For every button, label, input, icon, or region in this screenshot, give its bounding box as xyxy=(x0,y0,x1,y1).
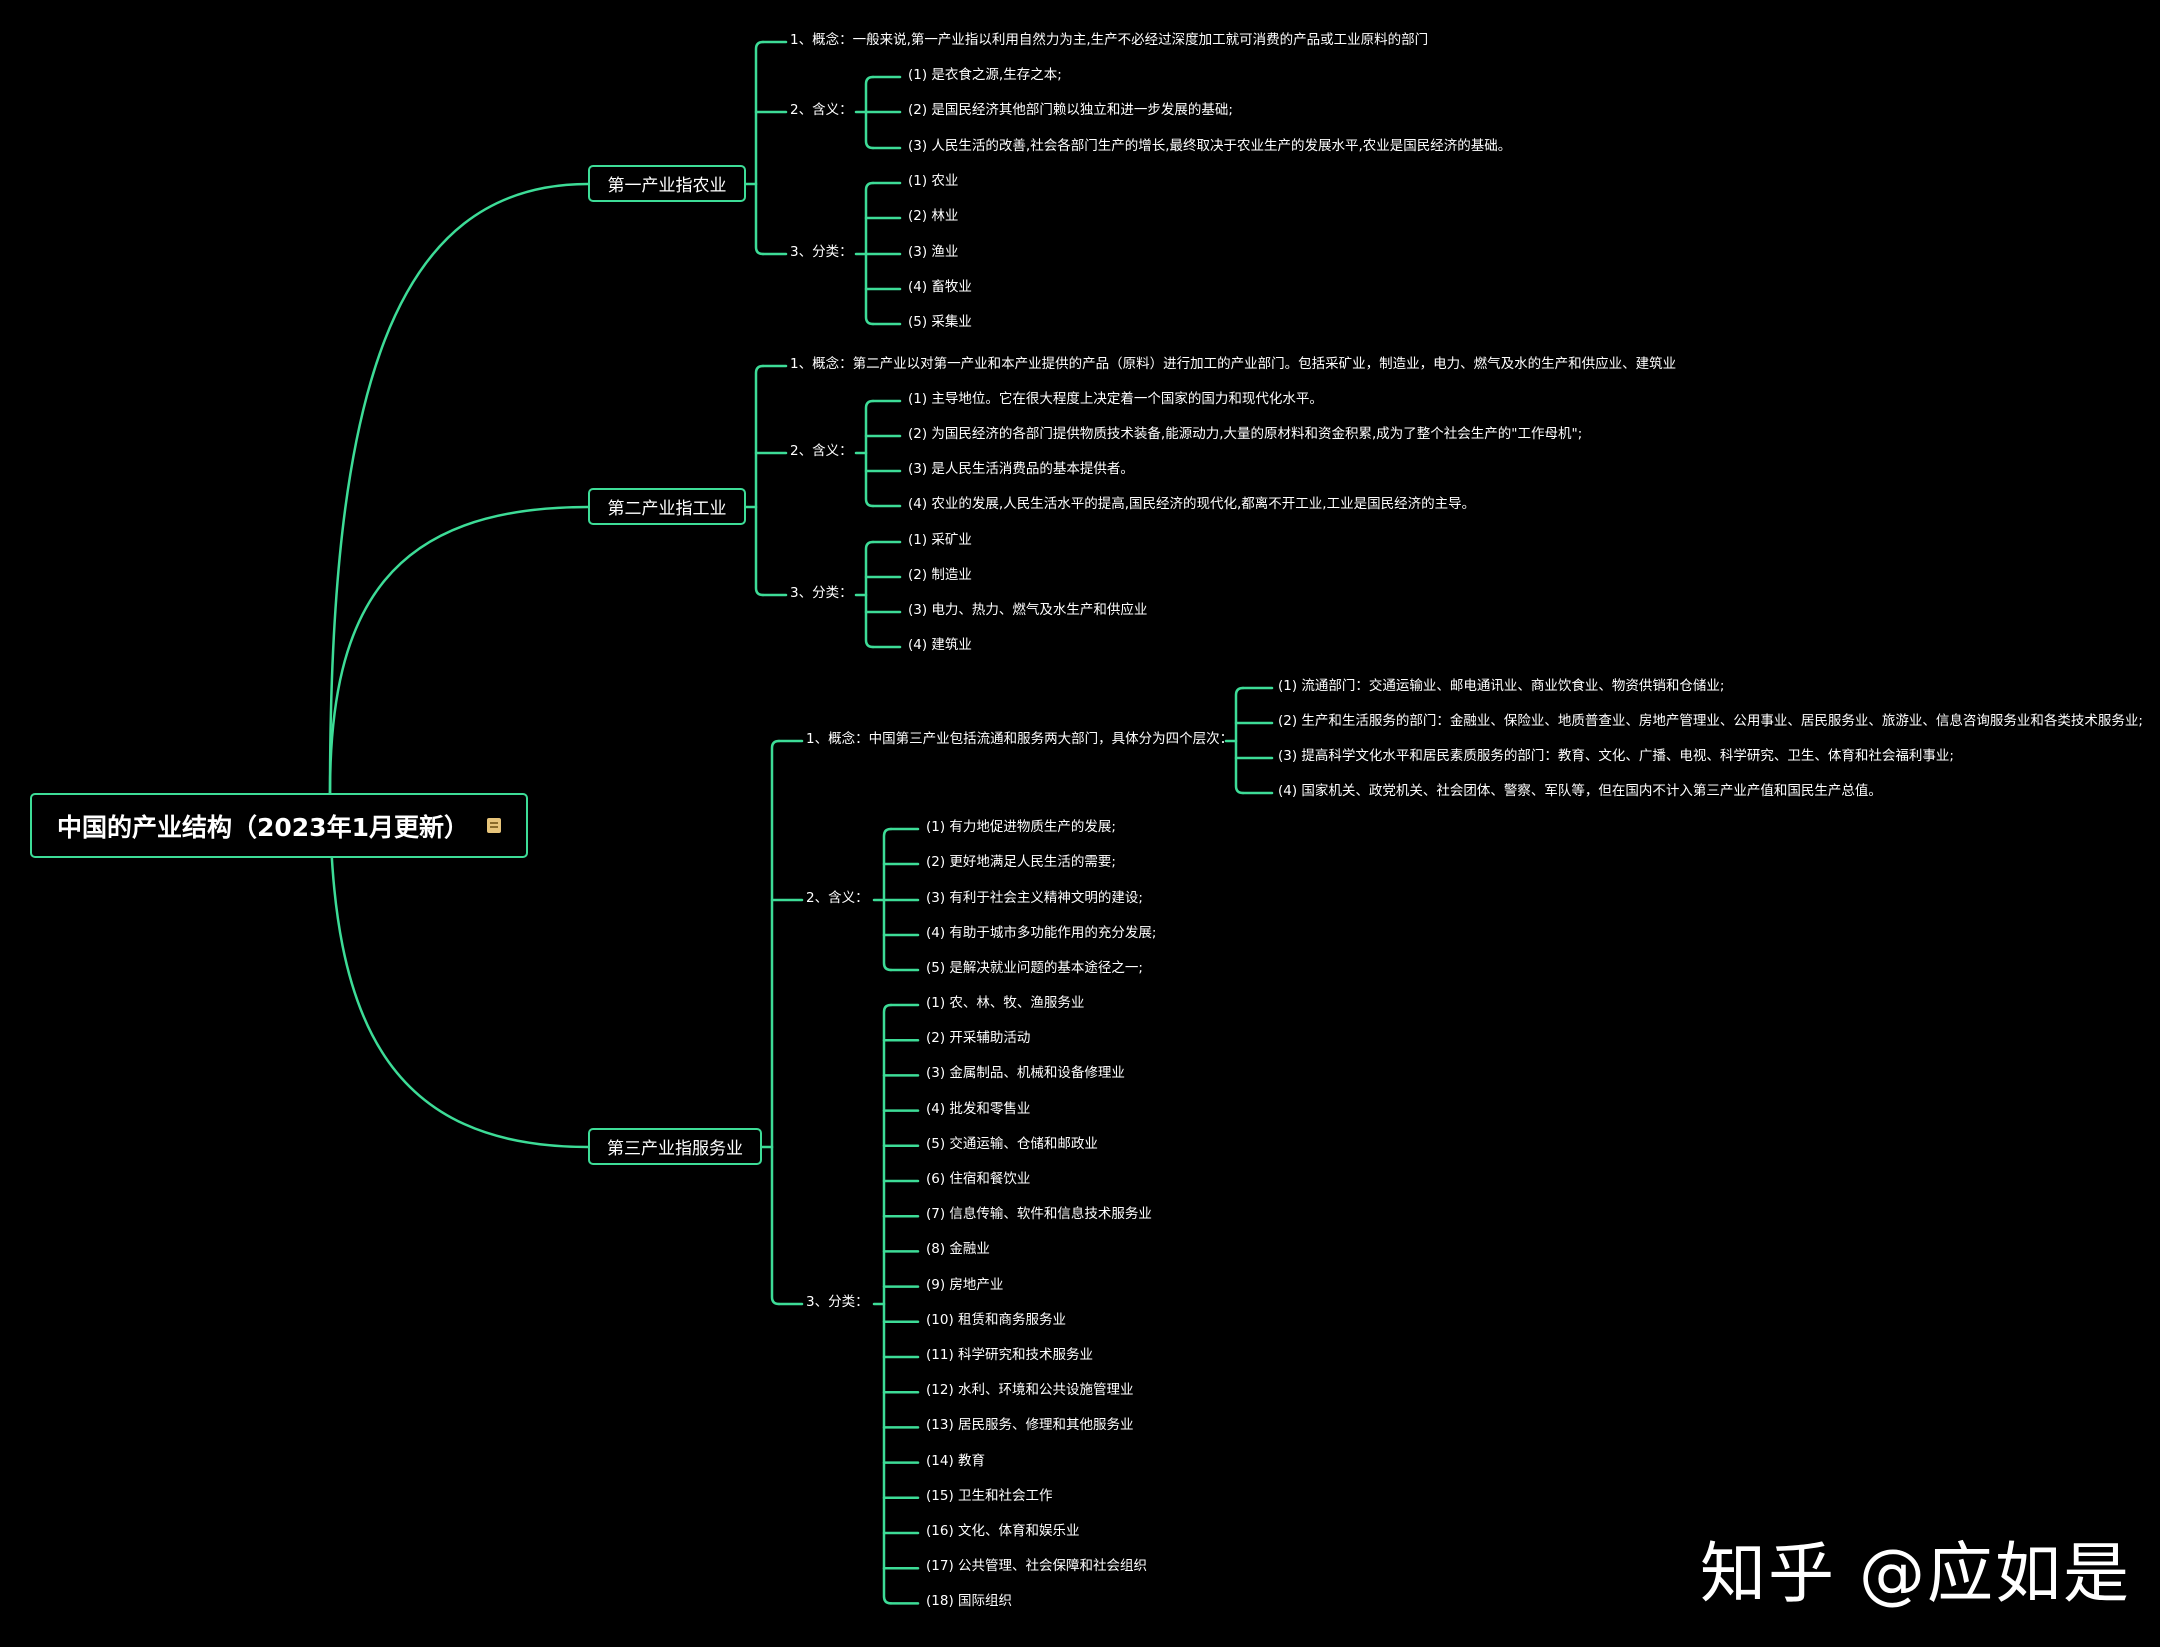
b1-class-bracket-spine xyxy=(864,540,875,649)
root-link-2 xyxy=(328,791,590,1149)
b2-class-bracket-spine xyxy=(882,1003,893,1605)
concept-text[interactable]: 1、概念：中国第三产业包括流通和服务两大部门，具体分为四个层次： xyxy=(806,731,1234,747)
class-item[interactable]: (3) 渔业 xyxy=(908,244,959,260)
meaning-label[interactable]: 2、含义： xyxy=(790,102,853,118)
concept-item[interactable]: (4) 国家机关、政党机关、社会团体、警察、军队等，但在国内不计入第三产业产值和… xyxy=(1278,783,1882,799)
branch-primary-industry[interactable]: 第一产业指农业 xyxy=(588,165,746,202)
meaning-item[interactable]: (3) 是人民生活消费品的基本提供者。 xyxy=(908,461,1134,477)
branch-title: 第二产业指工业 xyxy=(607,499,727,519)
branch-tertiary-industry[interactable]: 第三产业指服务业 xyxy=(588,1128,762,1165)
class-label[interactable]: 3、分类： xyxy=(790,585,853,601)
meaning-label[interactable]: 2、含义： xyxy=(806,890,869,906)
class-label[interactable]: 3、分类： xyxy=(790,244,853,260)
class-item[interactable]: (6) 住宿和餐饮业 xyxy=(926,1171,1031,1187)
branch-secondary-industry[interactable]: 第二产业指工业 xyxy=(588,488,746,525)
class-item[interactable]: (3) 金属制品、机械和设备修理业 xyxy=(926,1065,1125,1082)
class-item[interactable]: (12) 水利、环境和公共设施管理业 xyxy=(926,1382,1134,1399)
class-item[interactable]: (1) 农、林、牧、渔服务业 xyxy=(926,995,1085,1011)
b1-meaning-bracket-spine xyxy=(864,399,875,508)
class-item[interactable]: (2) 制造业 xyxy=(908,567,972,583)
b2-concept-bracket-spine xyxy=(1234,686,1245,795)
meaning-item[interactable]: (3) 人民生活的改善,社会各部门生产的增长,最终取决于农业生产的发展水平,农业… xyxy=(908,138,1512,154)
meaning-item[interactable]: (3) 有利于社会主义精神文明的建设; xyxy=(926,890,1143,906)
concept-item[interactable]: (3) 提高科学文化水平和居民素质服务的部门：教育、文化、广播、电视、科学研究、… xyxy=(1278,748,1954,764)
class-item[interactable]: (2) 开采辅助活动 xyxy=(926,1030,1031,1047)
class-item[interactable]: (10) 租赁和商务服务业 xyxy=(926,1311,1067,1328)
meaning-item[interactable]: (2) 更好地满足人民生活的需要; xyxy=(926,854,1116,870)
class-item[interactable]: (1) 农业 xyxy=(908,173,959,189)
class-item[interactable]: (4) 批发和零售业 xyxy=(926,1100,1031,1117)
watermark: 知乎 @应如是 xyxy=(1700,1535,2131,1612)
meaning-item[interactable]: (1) 是衣食之源,生存之本; xyxy=(908,67,1062,83)
root-link-0 xyxy=(328,182,590,795)
meaning-item[interactable]: (5) 是解决就业问题的基本途径之一; xyxy=(926,960,1143,976)
b2-bracket-spine xyxy=(770,739,781,1306)
branch-title: 第一产业指农业 xyxy=(607,176,727,196)
b0-bracket-spine xyxy=(754,40,765,256)
meaning-item[interactable]: (1) 主导地位。它在很大程度上决定着一个国家的国力和现代化水平。 xyxy=(908,391,1323,407)
meaning-label[interactable]: 2、含义： xyxy=(790,443,853,459)
class-item[interactable]: (13) 居民服务、修理和其他服务业 xyxy=(926,1417,1134,1434)
meaning-item[interactable]: (2) 为国民经济的各部门提供物质技术装备,能源动力,大量的原材料和资金积累,成… xyxy=(908,426,1583,442)
class-item[interactable]: (18) 国际组织 xyxy=(926,1593,1013,1610)
concept-item[interactable]: (2) 生产和生活服务的部门：金融业、保险业、地质普查业、房地产管理业、公用事业… xyxy=(1278,713,2143,729)
class-item[interactable]: (1) 采矿业 xyxy=(908,532,972,548)
class-item[interactable]: (9) 房地产业 xyxy=(926,1276,1004,1293)
class-item[interactable]: (5) 采集业 xyxy=(908,314,972,330)
class-item[interactable]: (4) 畜牧业 xyxy=(908,279,972,295)
branch-title: 第三产业指服务业 xyxy=(607,1139,743,1159)
meaning-item[interactable]: (1) 有力地促进物质生产的发展; xyxy=(926,819,1116,835)
class-item[interactable]: (3) 电力、热力、燃气及水生产和供应业 xyxy=(908,602,1148,618)
root-node[interactable]: 中国的产业结构（2023年1月更新） xyxy=(30,793,528,858)
class-item[interactable]: (17) 公共管理、社会保障和社会组织 xyxy=(926,1558,1148,1575)
class-item[interactable]: (14) 教育 xyxy=(926,1452,986,1469)
class-item[interactable]: (2) 林业 xyxy=(908,208,959,224)
class-item[interactable]: (7) 信息传输、软件和信息技术服务业 xyxy=(926,1206,1152,1223)
class-item[interactable]: (15) 卫生和社会工作 xyxy=(926,1487,1053,1504)
concept-text[interactable]: 1、概念：第二产业以对第一产业和本产业提供的产品（原料）进行加工的产业部门。包括… xyxy=(790,356,1677,372)
class-item[interactable]: (16) 文化、体育和娱乐业 xyxy=(926,1523,1080,1539)
root-link-1 xyxy=(328,505,590,795)
class-item[interactable]: (11) 科学研究和技术服务业 xyxy=(926,1347,1094,1363)
class-label[interactable]: 3、分类： xyxy=(806,1294,869,1310)
class-item[interactable]: (4) 建筑业 xyxy=(908,637,972,653)
concept-item[interactable]: (1) 流通部门：交通运输业、邮电通讯业、商业饮食业、物资供销和仓储业; xyxy=(1278,678,1725,694)
concept-text[interactable]: 1、概念：一般来说,第一产业指以利用自然力为主,生产不必经过深度加工就可消费的产… xyxy=(790,32,1429,48)
b1-bracket-spine xyxy=(754,364,765,597)
root-title: 中国的产业结构（2023年1月更新） xyxy=(57,812,469,842)
meaning-item[interactable]: (2) 是国民经济其他部门赖以独立和进一步发展的基础; xyxy=(908,102,1233,118)
meaning-item[interactable]: (4) 有助于城市多功能作用的充分发展; xyxy=(926,925,1157,941)
class-item[interactable]: (8) 金融业 xyxy=(926,1241,990,1258)
meaning-item[interactable]: (4) 农业的发展,人民生活水平的提高,国民经济的现代化,都离不开工业,工业是国… xyxy=(908,496,1476,512)
class-item[interactable]: (5) 交通运输、仓储和邮政业 xyxy=(926,1135,1098,1152)
note-icon[interactable] xyxy=(486,818,501,833)
